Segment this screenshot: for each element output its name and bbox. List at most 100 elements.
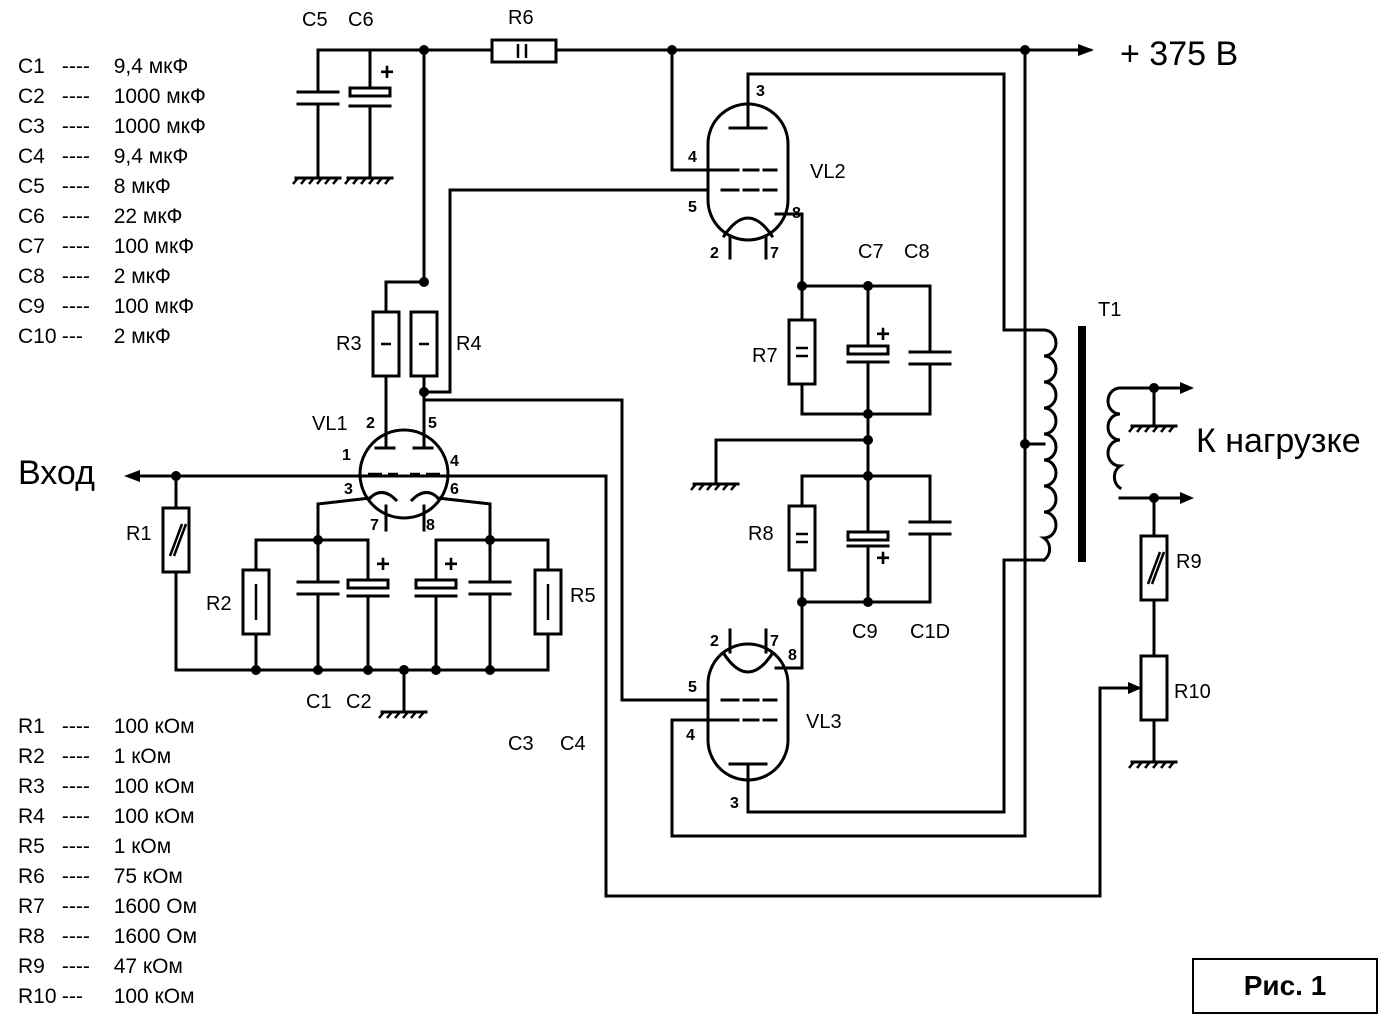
capacitor-entry-value: 100 мкФ (113, 235, 195, 258)
r9-label: R9 (1176, 551, 1202, 573)
capacitor-entry: C6 ---- 22 мкФ (18, 202, 206, 232)
c3-label: C3 (508, 733, 534, 755)
t1-transformer (1020, 48, 1194, 838)
r2-label: R2 (206, 593, 232, 615)
resistor-entry-dash: ---- (61, 715, 90, 738)
vl3-pin-2: 2 (710, 633, 719, 650)
vl2-pin-4: 4 (688, 149, 697, 166)
capacitor-entry-ref: C7 (18, 235, 45, 258)
capacitor-entry-dash: ---- (61, 265, 90, 288)
capacitor-entry: C4 ---- 9,4 мкФ (18, 142, 206, 172)
c10-label: C1D (910, 621, 950, 643)
vl3-tube (670, 558, 1046, 838)
c6-polarity: + (380, 59, 394, 86)
capacitor-entry: C9 ---- 100 мкФ (18, 292, 206, 322)
capacitor-entry-dash: ---- (61, 235, 90, 258)
resistor-entry: R7 ---- 1600 Ом (18, 892, 197, 922)
vl3-pin-7: 7 (770, 633, 779, 650)
capacitor-entry-value: 22 мкФ (113, 205, 183, 228)
resistor-entry: R1 ---- 100 кОм (18, 712, 197, 742)
capacitor-entry-dash: --- (61, 325, 83, 348)
c7-label: C7 (858, 241, 884, 263)
resistor-entry-ref: R1 (18, 715, 45, 738)
resistor-entry: R10 --- 100 кОм (18, 982, 197, 1012)
vl2-tube (670, 48, 1046, 332)
r7-label: R7 (752, 345, 778, 367)
resistor-entry-dash: ---- (61, 865, 90, 888)
resistor-entry-value: 1 кОм (113, 745, 172, 768)
vl1-tube (316, 428, 492, 532)
input-label: Вход (18, 454, 95, 492)
capacitor-entry-ref: C2 (18, 85, 45, 108)
capacitor-entry-dash: ---- (61, 175, 90, 198)
output-label: К нагрузке (1196, 422, 1361, 460)
capacitor-entry-value: 8 мкФ (113, 175, 171, 198)
resistor-entry-value: 1600 Ом (113, 925, 198, 948)
resistor-entry: R4 ---- 100 кОм (18, 802, 197, 832)
capacitor-entry-ref: C6 (18, 205, 45, 228)
capacitor-entry: C3 ---- 1000 мкФ (18, 112, 206, 142)
r10-label: R10 (1174, 681, 1211, 703)
resistor-entry: R9 ---- 47 кОм (18, 952, 197, 982)
capacitor-entry-dash: ---- (61, 295, 90, 318)
capacitor-entry-value: 2 мкФ (113, 325, 171, 348)
resistor-entry-value: 75 кОм (113, 865, 183, 888)
resistor-entry-dash: ---- (61, 745, 90, 768)
capacitor-entry-value: 1000 мкФ (113, 85, 206, 108)
vl1-pin-2: 2 (366, 415, 375, 432)
vl3-label: VL3 (806, 711, 842, 733)
resistor-entry-dash: ---- (61, 775, 90, 798)
resistor-entry-ref: R5 (18, 835, 45, 858)
vl3-pin-3: 3 (730, 795, 739, 812)
capacitor-entry-ref: C8 (18, 265, 45, 288)
vl1-pin-7: 7 (370, 517, 379, 534)
vl1-pin-8: 8 (426, 517, 435, 534)
r1-label: R1 (126, 523, 152, 545)
resistor-entry: R6 ---- 75 кОм (18, 862, 197, 892)
r6-label: R6 (508, 7, 534, 29)
vl3-pin-8: 8 (788, 647, 797, 664)
capacitor-entry-value: 9,4 мкФ (113, 55, 189, 78)
vl2-pin-8: 8 (792, 205, 801, 222)
vl2-pin-5: 5 (688, 199, 697, 216)
r6-resistor (490, 38, 558, 64)
c9-polarity: + (876, 545, 890, 572)
capacitor-entry-ref: C9 (18, 295, 45, 318)
c5-label: C5 (302, 9, 328, 31)
resistor-entry-value: 100 кОм (113, 715, 195, 738)
resistor-entry: R8 ---- 1600 Ом (18, 922, 197, 952)
capacitor-entry-dash: ---- (61, 55, 90, 78)
c4-label: C4 (560, 733, 586, 755)
vl1-pin-6: 6 (450, 481, 459, 498)
r3-label: R3 (336, 333, 362, 355)
supply-rail (316, 44, 1094, 56)
resistor-entry-value: 100 кОм (113, 805, 195, 828)
c9-label: C9 (852, 621, 878, 643)
resistor-entry-ref: R3 (18, 775, 45, 798)
resistor-entry: R5 ---- 1 кОм (18, 832, 197, 862)
capacitor-entry-value: 1000 мкФ (113, 115, 206, 138)
vl2-pin-3: 3 (756, 83, 765, 100)
capacitor-entry-value: 2 мкФ (113, 265, 171, 288)
vl2-label: VL2 (810, 161, 846, 183)
capacitor-entry: C8 ---- 2 мкФ (18, 262, 206, 292)
resistor-entry: R3 ---- 100 кОм (18, 772, 197, 802)
capacitor-entry-dash: ---- (61, 85, 90, 108)
resistor-entry-ref: R2 (18, 745, 45, 768)
resistor-entry-dash: ---- (61, 805, 90, 828)
capacitor-entry-ref: C10 (18, 325, 57, 348)
capacitor-entry-dash: ---- (61, 205, 90, 228)
c2-label: C2 (346, 691, 372, 713)
capacitor-entry: C7 ---- 100 мкФ (18, 232, 206, 262)
capacitor-entry-ref: C1 (18, 55, 45, 78)
resistor-entry-ref: R7 (18, 895, 45, 918)
vl1-pin-3: 3 (344, 481, 353, 498)
vl1-pin-1: 1 (342, 447, 351, 464)
resistor-entry-dash: ---- (61, 955, 90, 978)
resistor-entry-ref: R9 (18, 955, 45, 978)
capacitor-entry-ref: C3 (18, 115, 45, 138)
resistor-entry-ref: R4 (18, 805, 45, 828)
